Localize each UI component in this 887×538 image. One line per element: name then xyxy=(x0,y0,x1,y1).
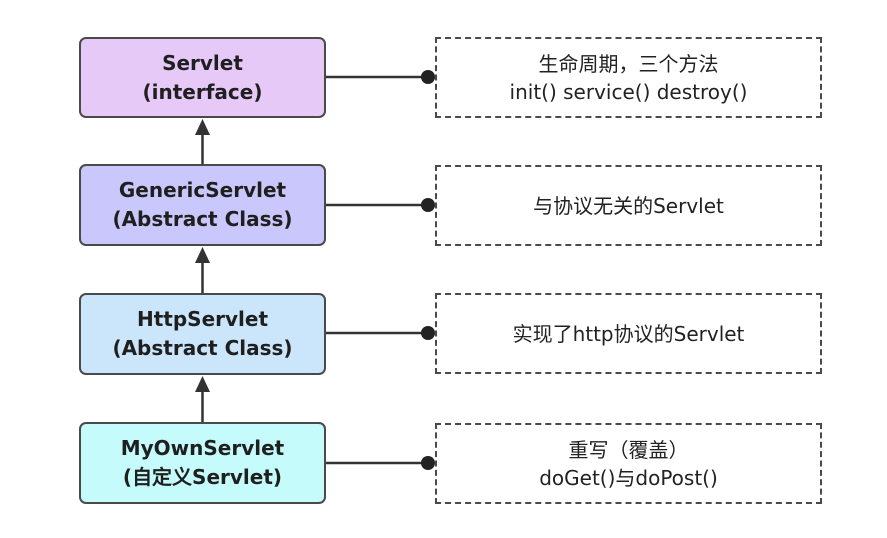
class-box-httpservlet: HttpServlet (Abstract Class) xyxy=(79,293,326,375)
note-connector-2 xyxy=(326,198,435,212)
class-name: MyOwnServlet xyxy=(120,436,285,460)
class-name: GenericServlet xyxy=(118,178,287,202)
class-box-genericservlet: GenericServlet (Abstract Class) xyxy=(79,164,326,246)
class-kind: (自定义Servlet) xyxy=(122,465,283,489)
note-line: 实现了http协议的Servlet xyxy=(512,321,745,346)
note-line: init() service() destroy() xyxy=(509,79,748,104)
note-connector-4 xyxy=(326,456,435,470)
note-line: 生命周期，三个方法 xyxy=(538,51,719,76)
class-name: Servlet xyxy=(162,50,243,75)
note-line: 与协议无关的Servlet xyxy=(533,193,724,218)
note-line: doGet()与doPost() xyxy=(539,465,718,490)
note-http-protocol: 实现了http协议的Servlet xyxy=(435,293,822,374)
note-line: 重写（覆盖） xyxy=(568,437,689,462)
inheritance-arrow-generic-to-servlet xyxy=(195,119,210,164)
note-connector-1 xyxy=(326,70,435,84)
inheritance-arrow-http-to-generic xyxy=(195,247,210,293)
note-protocol-independent: 与协议无关的Servlet xyxy=(435,165,822,246)
class-box-myownservlet: MyOwnServlet (自定义Servlet) xyxy=(79,422,326,504)
note-lifecycle: 生命周期，三个方法 init() service() destroy() xyxy=(435,37,822,118)
class-kind: (interface) xyxy=(142,79,263,104)
class-box-servlet: Servlet (interface) xyxy=(79,37,326,118)
note-connector-3 xyxy=(326,326,435,340)
inheritance-arrow-myown-to-http xyxy=(195,376,210,422)
class-name: HttpServlet xyxy=(136,307,269,331)
note-override: 重写（覆盖） doGet()与doPost() xyxy=(435,423,822,504)
class-kind: (Abstract Class) xyxy=(112,336,293,360)
class-kind: (Abstract Class) xyxy=(112,207,293,231)
